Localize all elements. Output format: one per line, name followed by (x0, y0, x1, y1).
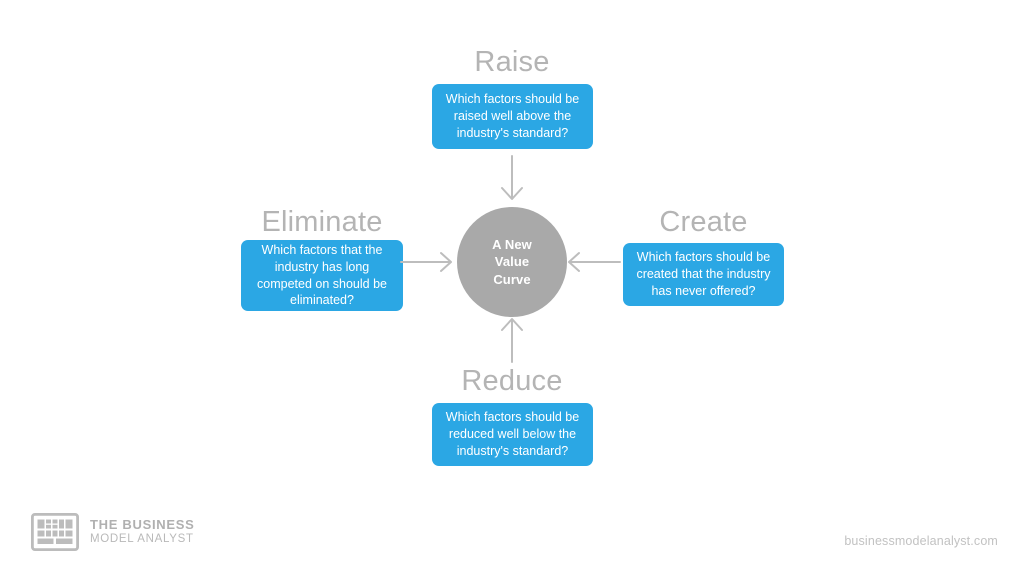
question-text-reduce: Which factors should be reduced well bel… (445, 410, 580, 458)
arrow-right-icon (400, 252, 452, 272)
question-text-eliminate: Which factors that the industry has long… (257, 243, 387, 308)
footer-website-url: businessmodelanalyst.com (844, 534, 998, 548)
business-model-analyst-logo-icon (31, 513, 79, 551)
arrow-down-icon (501, 155, 523, 200)
question-box-create: Which factors should be created that the… (623, 243, 784, 306)
question-text-raise: Which factors should be raised well abov… (445, 92, 580, 140)
question-box-reduce: Which factors should be reduced well bel… (432, 403, 593, 466)
question-text-create: Which factors should be created that the… (636, 250, 771, 298)
question-box-raise: Which factors should be raised well abov… (432, 84, 593, 149)
brand-line-2: MODEL ANALYST (90, 532, 194, 545)
quadrant-heading-raise: Raise (474, 46, 550, 78)
brand-logo: THE BUSINESS MODEL ANALYST (31, 513, 194, 551)
quadrant-heading-create: Create (659, 206, 748, 238)
quadrant-heading-eliminate: Eliminate (261, 206, 383, 238)
brand-wordmark: THE BUSINESS MODEL ANALYST (90, 518, 194, 545)
center-node: A New Value Curve (457, 207, 567, 317)
quadrant-heading-reduce: Reduce (461, 365, 563, 397)
question-box-eliminate: Which factors that the industry has long… (241, 240, 403, 311)
brand-line-1: THE BUSINESS (90, 517, 195, 533)
arrow-up-icon (501, 318, 523, 363)
arrow-left-icon (568, 252, 621, 272)
center-node-label: A New Value Curve (492, 237, 532, 287)
